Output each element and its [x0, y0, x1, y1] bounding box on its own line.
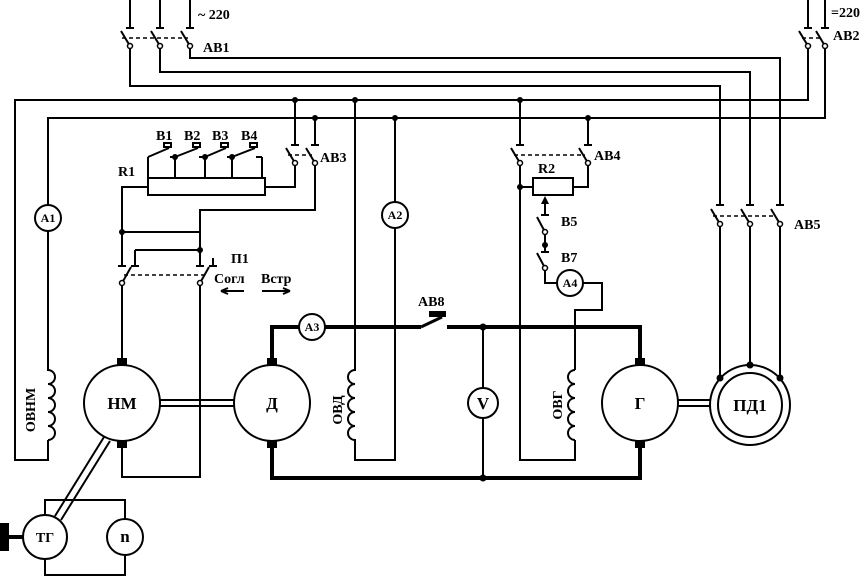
ab3-outputs	[199, 165, 316, 250]
label-a2: А2	[388, 208, 403, 222]
label-b3: В3	[212, 129, 228, 144]
label-v: V	[477, 394, 490, 413]
switch-b7	[536, 251, 549, 272]
label-supply-dc: =220	[831, 6, 860, 21]
label-ovnm: ОВНМ	[24, 388, 39, 432]
pd1-leads	[719, 226, 781, 378]
label-b1: В1	[156, 129, 172, 144]
breaker-ab8	[420, 311, 446, 329]
breaker-ab1	[120, 0, 194, 50]
rheostat-r2	[532, 177, 574, 196]
winding-ovg	[567, 369, 576, 441]
switch-b5	[536, 214, 549, 236]
tg-wiring	[44, 499, 126, 576]
winding-ovd	[347, 100, 396, 461]
shaft-g-pd1	[678, 399, 710, 407]
label-ovg: ОВГ	[551, 390, 566, 419]
label-ab2: АВ2	[833, 29, 859, 44]
label-a4: А4	[563, 276, 578, 290]
label-b2: В2	[184, 129, 200, 144]
g-terminal-bottom	[635, 441, 645, 448]
label-a1: А1	[41, 211, 56, 225]
r1-to-p1	[121, 186, 148, 266]
breaker-ab5	[710, 204, 784, 228]
label-g: Г	[635, 394, 646, 413]
nm-armature-leads	[121, 285, 201, 478]
label-b7: В7	[561, 251, 577, 266]
voltmeter-v	[467, 387, 499, 419]
breaker-ab2	[798, 0, 829, 50]
label-p1: П1	[231, 252, 249, 267]
label-pd1: ПД1	[733, 396, 766, 415]
label-r1: R1	[118, 165, 135, 180]
a4-leads	[544, 270, 603, 370]
label-ab4: АВ4	[594, 149, 620, 164]
armature-loop-bottom	[270, 448, 642, 480]
motor-pd1-rotor	[717, 372, 783, 438]
d-terminal-top	[267, 358, 277, 365]
ac-feeders	[129, 48, 781, 205]
winding-ovnm	[47, 231, 56, 441]
label-n: n	[120, 527, 130, 546]
label-ab8: АВ8	[418, 295, 444, 310]
ammeter-a3	[298, 313, 326, 341]
label-ab3: АВ3	[320, 151, 346, 166]
reversing-switch-p1	[118, 229, 291, 295]
dc-bus	[14, 48, 826, 461]
nm-terminal-top	[117, 358, 127, 365]
arrow-left-icon	[220, 287, 244, 295]
speed-meter-n	[106, 518, 144, 556]
switches-b1-b4	[147, 142, 263, 178]
label-b5: В5	[561, 215, 577, 230]
brake-icon	[0, 523, 23, 551]
label-a3: А3	[305, 320, 320, 334]
breaker-ab4	[510, 100, 592, 167]
resistor-r1	[147, 177, 266, 196]
label-tg: ТГ	[36, 531, 54, 546]
shaft-nm-tg	[54, 436, 111, 521]
nm-terminal-bottom	[117, 441, 127, 448]
label-r2: R2	[538, 162, 555, 177]
ammeter-a4	[556, 269, 584, 297]
label-ab1: АВ1	[203, 41, 229, 56]
d-terminal-bottom	[267, 441, 277, 448]
label-d: Д	[266, 394, 278, 413]
breaker-ab3	[285, 100, 319, 167]
shaft-nm-d	[160, 399, 234, 407]
label-nm: НМ	[107, 394, 136, 413]
arrow-right-icon	[262, 287, 291, 295]
ammeter-a2	[381, 201, 409, 229]
label-ovd: ОВД	[331, 395, 346, 425]
label-b4: В4	[241, 129, 257, 144]
label-supply-ac: ~ 220	[198, 8, 230, 23]
label-ab5: АВ5	[794, 218, 820, 233]
g-terminal-top	[635, 358, 645, 365]
armature-loop-top	[270, 325, 642, 358]
label-mode-counter: Встр	[261, 272, 292, 287]
label-mode-agree: Согл	[214, 272, 245, 287]
rheostat-wiper	[541, 196, 549, 215]
